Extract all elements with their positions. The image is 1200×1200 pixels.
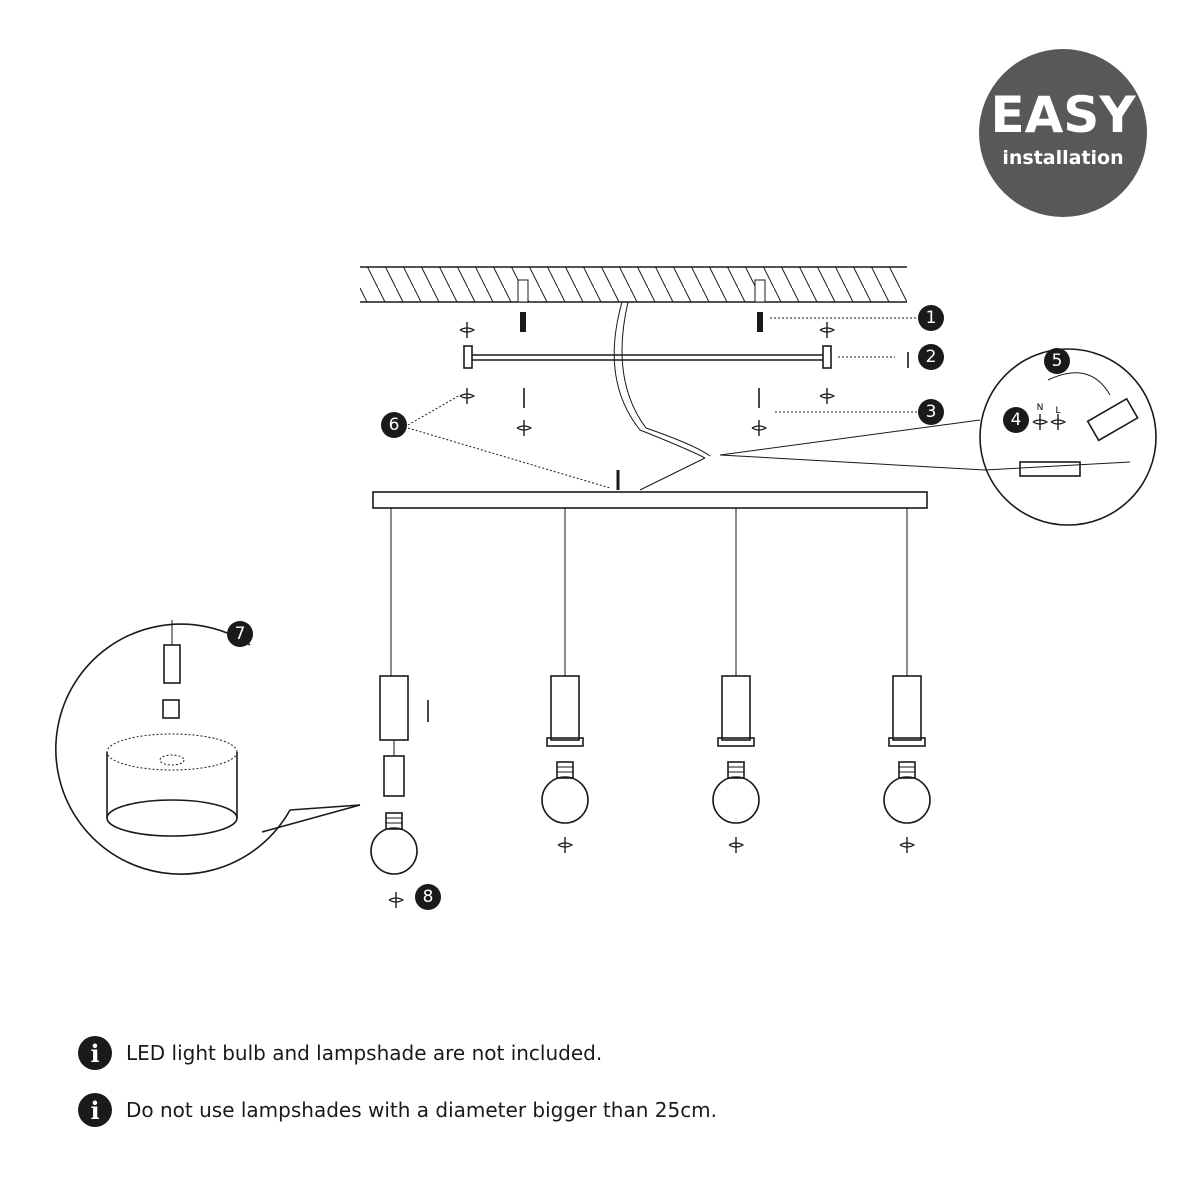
info-icon: i — [78, 1093, 112, 1127]
svg-text:2: 2 — [926, 347, 937, 367]
power-cable — [613, 301, 711, 491]
svg-text:7: 7 — [235, 624, 246, 644]
pendant-4 — [883, 508, 931, 854]
step-marker-7: 7 — [227, 621, 253, 647]
ceiling — [360, 266, 907, 303]
svg-text:8: 8 — [423, 887, 434, 907]
note-text: LED light bulb and lampshade are not inc… — [126, 1041, 603, 1065]
step-marker-1: 1 — [918, 305, 944, 331]
easy-installation-badge: EASY installation — [979, 49, 1147, 217]
step-marker-8: 8 — [415, 884, 441, 910]
pendant-2 — [541, 508, 589, 854]
ceiling-canopy — [372, 491, 928, 509]
info-icon: i — [78, 1036, 112, 1070]
live-label: L — [1055, 406, 1060, 416]
svg-text:1: 1 — [926, 308, 937, 328]
svg-text:6: 6 — [389, 415, 400, 435]
svg-text:4: 4 — [1011, 410, 1022, 430]
step-marker-5: 5 — [1044, 348, 1070, 374]
note-bulb-not-included: i LED light bulb and lampshade are not i… — [78, 1036, 602, 1070]
mounting-bracket — [459, 321, 909, 437]
pendant-3 — [712, 508, 760, 854]
note-lampshade-diameter: i Do not use lampshades with a diameter … — [78, 1093, 717, 1127]
neutral-label: N — [1037, 403, 1044, 413]
step-marker-2: 2 — [918, 344, 944, 370]
pendant-1 — [370, 508, 429, 909]
lampshade-inset — [55, 620, 361, 875]
wiring-inset: N L — [719, 348, 1157, 526]
wall-plugs — [520, 312, 763, 332]
badge-title: EASY — [990, 86, 1136, 144]
step-marker-4: 4 — [1003, 407, 1029, 433]
step-marker-3: 3 — [918, 399, 944, 425]
step-marker-6: 6 — [381, 412, 407, 438]
svg-text:5: 5 — [1052, 351, 1063, 371]
svg-text:3: 3 — [926, 402, 937, 422]
note-text: Do not use lampshades with a diameter bi… — [126, 1098, 718, 1122]
badge-subtitle: installation — [1002, 147, 1124, 169]
